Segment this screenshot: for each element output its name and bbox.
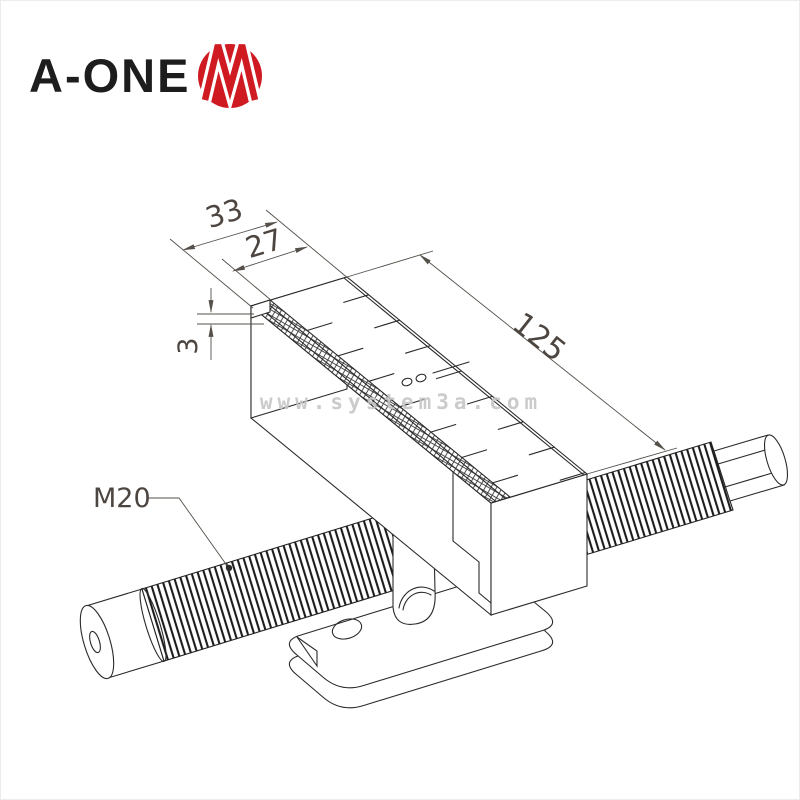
dim-label-body-length: 125 [506, 306, 573, 369]
base-slot-hole [331, 618, 363, 640]
dim-label-overall-width: 33 [201, 192, 246, 235]
spindle-center-hole [89, 630, 101, 654]
index-hole [401, 377, 413, 387]
dim-label-scale-face-width: 27 [241, 222, 286, 265]
dim-line-scale-face-width [231, 246, 309, 272]
yoke-gusset [296, 636, 318, 668]
right-threaded-spindle [549, 434, 789, 560]
watermark-text: www.system3a.com [260, 390, 542, 414]
dim-line-body-length [419, 254, 666, 451]
thread-callout-dot [225, 564, 233, 572]
boss-flat-edge [717, 447, 773, 465]
logo: A-ONE [29, 41, 264, 111]
spindle-tip-face [79, 604, 115, 680]
dim-line-overall-width [181, 221, 279, 251]
thread-callout-label: M20 [93, 483, 151, 514]
boss-end-face [763, 434, 789, 486]
yoke-arch [398, 586, 435, 609]
boss-flat-edge [724, 470, 780, 488]
left-threaded-spindle [79, 513, 409, 680]
thread-callout-leader [147, 497, 229, 568]
dim-label-rail-step: 3 [173, 337, 204, 354]
logo-brand-text: A-ONE [29, 49, 191, 102]
logo-monogram-icon [198, 43, 263, 110]
bar-step-notch [452, 471, 492, 604]
thread-runout-edge [139, 588, 167, 662]
